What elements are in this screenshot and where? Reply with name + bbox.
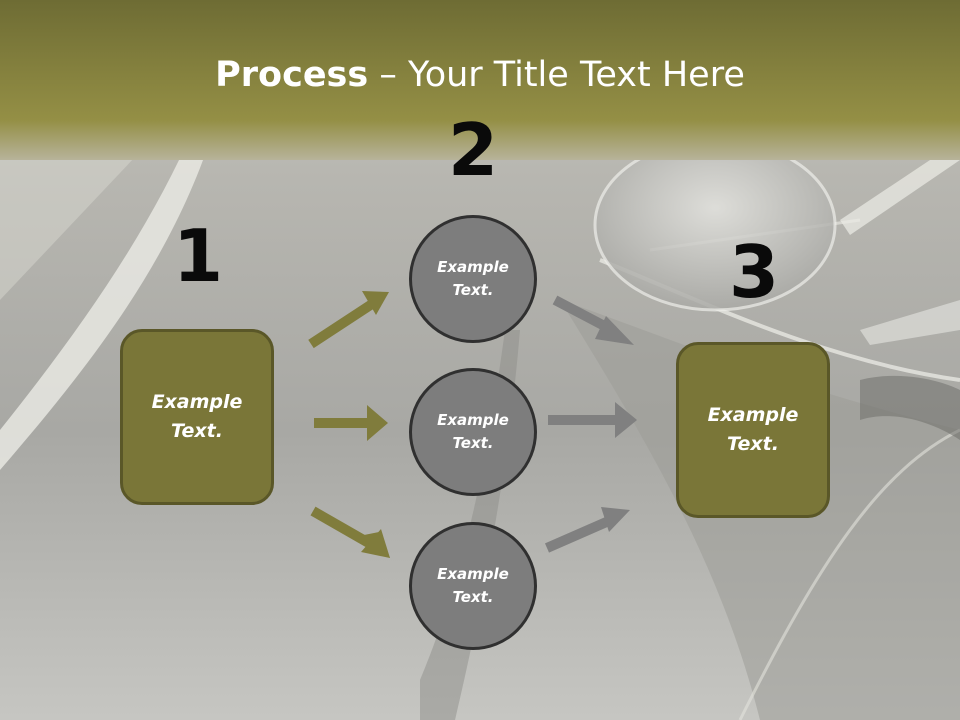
title-rest: – Your Title Text Here xyxy=(368,55,745,95)
arrow-bottom-to-right xyxy=(544,507,630,553)
process-circle-top: Example Text. xyxy=(409,215,537,343)
step-number-2: 2 xyxy=(447,108,499,192)
process-circle-bottom-text: Example Text. xyxy=(437,565,509,606)
process-circle-middle: Example Text. xyxy=(409,368,537,496)
arrow-left-to-bottom xyxy=(310,506,390,558)
arrow-middle-to-right xyxy=(548,402,637,438)
process-circle-top-text: Example Text. xyxy=(437,258,509,299)
slide-title: Process – Your Title Text Here xyxy=(0,52,960,98)
process-box-end-text: Example Text. xyxy=(707,404,799,455)
step-number-3: 3 xyxy=(728,230,780,314)
process-circle-middle-text: Example Text. xyxy=(437,411,509,452)
process-box-end: Example Text. xyxy=(676,342,830,518)
title-bold: Process xyxy=(215,55,369,95)
process-box-start: Example Text. xyxy=(120,329,274,505)
arrow-left-to-middle xyxy=(314,405,388,441)
arrow-left-to-top xyxy=(308,291,389,349)
arrow-top-to-right xyxy=(552,295,634,345)
step-number-1: 1 xyxy=(172,214,224,298)
process-circle-bottom: Example Text. xyxy=(409,522,537,650)
process-box-start-text: Example Text. xyxy=(151,391,243,442)
